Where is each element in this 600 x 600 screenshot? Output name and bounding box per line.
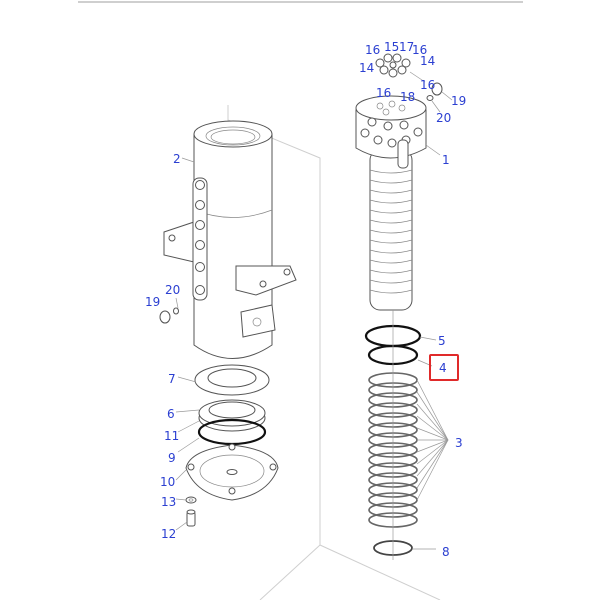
thrust-plate-part-7 <box>177 364 270 396</box>
callout-5: 5 <box>438 334 446 348</box>
callout-6: 6 <box>167 407 175 421</box>
callout-7: 7 <box>168 372 176 386</box>
callout-17: 17 <box>399 40 415 54</box>
callout-16: 16 <box>376 86 392 100</box>
callout-12: 12 <box>161 527 177 541</box>
fittings-cluster-14-17 <box>375 53 426 83</box>
callout-14: 14 <box>420 54 436 68</box>
highlight-box-part-4 <box>429 354 459 381</box>
callout-16: 16 <box>420 78 436 92</box>
callout-15: 15 <box>384 40 400 54</box>
callout-10: 10 <box>160 475 176 489</box>
o-ring-part-5 <box>364 324 437 348</box>
bolt-part-12 <box>175 509 196 531</box>
callout-8: 8 <box>442 545 450 559</box>
ring-part-6-11 <box>175 399 266 433</box>
callout-11: 11 <box>164 429 180 443</box>
callout-16: 16 <box>412 43 428 57</box>
callout-9: 9 <box>168 451 176 465</box>
plug-19-left <box>159 297 179 324</box>
callout-4: 4 <box>439 361 447 375</box>
o-ring-part-4 <box>367 344 433 367</box>
callout-20: 20 <box>165 283 181 297</box>
o-ring-part-8 <box>373 540 436 556</box>
callout-14: 14 <box>359 61 375 75</box>
washer-part-13 <box>175 496 197 504</box>
callout-3: 3 <box>455 436 463 450</box>
callout-19: 19 <box>145 295 161 309</box>
top-divider <box>78 1 523 3</box>
callout-1: 1 <box>442 153 450 167</box>
callout-19: 19 <box>451 94 467 108</box>
callout-16: 16 <box>365 43 381 57</box>
plug-19-right <box>426 82 453 113</box>
callout-13: 13 <box>161 495 177 509</box>
callout-2: 2 <box>173 152 181 166</box>
housing-part-2 <box>163 120 297 359</box>
callout-20: 20 <box>436 111 452 125</box>
cover-part-10 <box>175 443 279 501</box>
rotor-part-1 <box>355 95 441 311</box>
callout-18: 18 <box>400 90 416 104</box>
seal-ring-stack-part-3 <box>368 372 449 528</box>
